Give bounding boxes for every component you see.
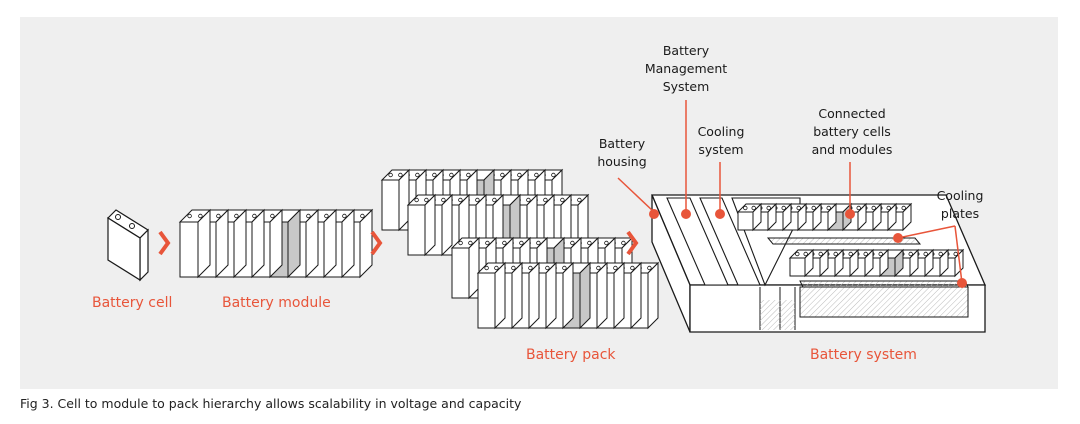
callout-bms-line-3: System (663, 79, 710, 94)
arrow-icon-1 (158, 230, 171, 256)
callout-housing-line-2: housing (597, 154, 646, 169)
callout-connected-line-1: Connected (818, 106, 885, 121)
callout-cooling-system-line-1: Cooling (698, 124, 745, 139)
callout-housing: Battery housing (597, 136, 646, 169)
figure-caption: Fig 3. Cell to module to pack hierarchy … (20, 396, 522, 411)
battery-system (651, 194, 986, 333)
callout-cooling-plates-line-1: Cooling (937, 188, 984, 203)
arrow-icon-3 (626, 230, 639, 256)
pack-module-front-right (476, 261, 660, 330)
callout-cooling-plates: Cooling plates (937, 188, 984, 221)
system-modules (736, 202, 965, 278)
callout-connected-line-2: battery cells (813, 124, 891, 139)
single-battery-cell (107, 209, 149, 282)
system-module-row-bottom (788, 248, 965, 278)
callout-dots (649, 209, 967, 288)
label-battery-cell: Battery cell (92, 295, 172, 311)
arrow-icon-2 (370, 230, 383, 256)
system-module-row-top (736, 202, 913, 232)
callout-connected-line-3: and modules (812, 142, 893, 157)
callout-connected: Connected battery cells and modules (812, 106, 893, 157)
callout-bms-line-1: Battery (663, 43, 710, 58)
callout-bms-line-2: Management (645, 61, 727, 76)
label-battery-system: Battery system (810, 347, 917, 363)
callout-cooling-plates-line-2: plates (941, 206, 979, 221)
callout-lines (617, 100, 963, 284)
battery-module-group (178, 208, 374, 279)
callout-cooling-system-line-2: system (698, 142, 743, 157)
battery-pack-group (380, 168, 660, 330)
callout-bms: Battery Management System (645, 43, 727, 94)
label-battery-pack: Battery pack (526, 347, 616, 363)
callout-cooling-system: Cooling system (698, 124, 745, 157)
label-battery-module: Battery module (222, 295, 331, 311)
callout-housing-line-1: Battery (599, 136, 646, 151)
module-cell-row (178, 208, 374, 279)
